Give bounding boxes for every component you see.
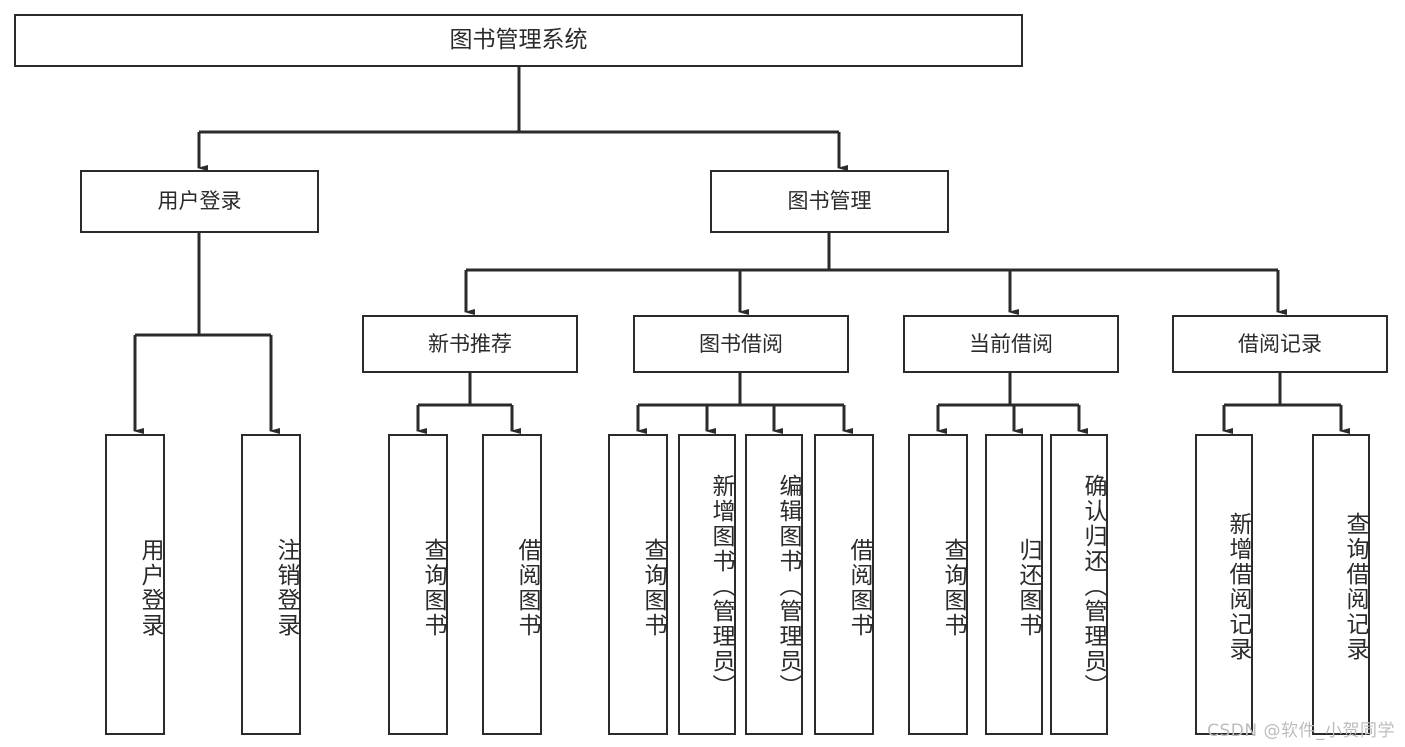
node-leaf-return-book[interactable]: 归还图书 [985, 434, 1043, 735]
node-leaf-query-book-1[interactable]: 查询图书 [388, 434, 448, 735]
node-leaf-query-book-2[interactable]: 查询图书 [608, 434, 668, 735]
node-leaf-return-book-label: 归还图书 [1015, 537, 1041, 638]
node-leaf-borrow-book-2-label: 借阅图书 [846, 537, 872, 638]
node-borrow-record[interactable]: 借阅记录 [1172, 315, 1388, 373]
node-leaf-query-record[interactable]: 查询借阅记录 [1312, 434, 1370, 735]
node-leaf-query-book-3-label: 查询图书 [940, 537, 966, 638]
node-leaf-add-book-label: 新增图书（管理员） [708, 474, 734, 699]
node-leaf-query-book-2-label: 查询图书 [640, 537, 666, 638]
node-leaf-borrow-book-1[interactable]: 借阅图书 [482, 434, 542, 735]
node-leaf-borrow-book-1-label: 借阅图书 [514, 537, 540, 638]
node-leaf-query-book-3[interactable]: 查询图书 [908, 434, 968, 735]
node-leaf-add-book[interactable]: 新增图书（管理员） [678, 434, 736, 735]
node-new-book-rec-label: 新书推荐 [428, 331, 512, 356]
node-book-borrow[interactable]: 图书借阅 [633, 315, 849, 373]
node-user-login-label: 用户登录 [157, 189, 242, 214]
node-borrow-record-label: 借阅记录 [1238, 331, 1322, 356]
node-leaf-user-login[interactable]: 用户登录 [105, 434, 165, 735]
node-root[interactable]: 图书管理系统 [14, 14, 1023, 67]
node-user-login[interactable]: 用户登录 [80, 170, 319, 233]
node-root-label: 图书管理系统 [449, 26, 588, 53]
node-leaf-user-login-label: 用户登录 [137, 537, 163, 638]
node-leaf-logout-login[interactable]: 注销登录 [241, 434, 301, 735]
node-book-manage[interactable]: 图书管理 [710, 170, 949, 233]
node-new-book-rec[interactable]: 新书推荐 [362, 315, 578, 373]
node-leaf-edit-book-label: 编辑图书（管理员） [775, 474, 801, 699]
node-leaf-confirm-return[interactable]: 确认归还（管理员） [1050, 434, 1108, 735]
node-leaf-query-record-label: 查询借阅记录 [1342, 511, 1368, 662]
node-leaf-logout-login-label: 注销登录 [273, 537, 299, 638]
node-leaf-confirm-return-label: 确认归还（管理员） [1080, 474, 1106, 699]
node-current-borrow[interactable]: 当前借阅 [903, 315, 1119, 373]
node-leaf-query-book-1-label: 查询图书 [420, 537, 446, 638]
node-current-borrow-label: 当前借阅 [969, 331, 1053, 356]
node-leaf-edit-book[interactable]: 编辑图书（管理员） [745, 434, 803, 735]
node-leaf-add-record[interactable]: 新增借阅记录 [1195, 434, 1253, 735]
node-leaf-borrow-book-2[interactable]: 借阅图书 [814, 434, 874, 735]
node-leaf-add-record-label: 新增借阅记录 [1225, 511, 1251, 662]
node-book-borrow-label: 图书借阅 [699, 331, 783, 356]
node-book-manage-label: 图书管理 [787, 189, 872, 214]
